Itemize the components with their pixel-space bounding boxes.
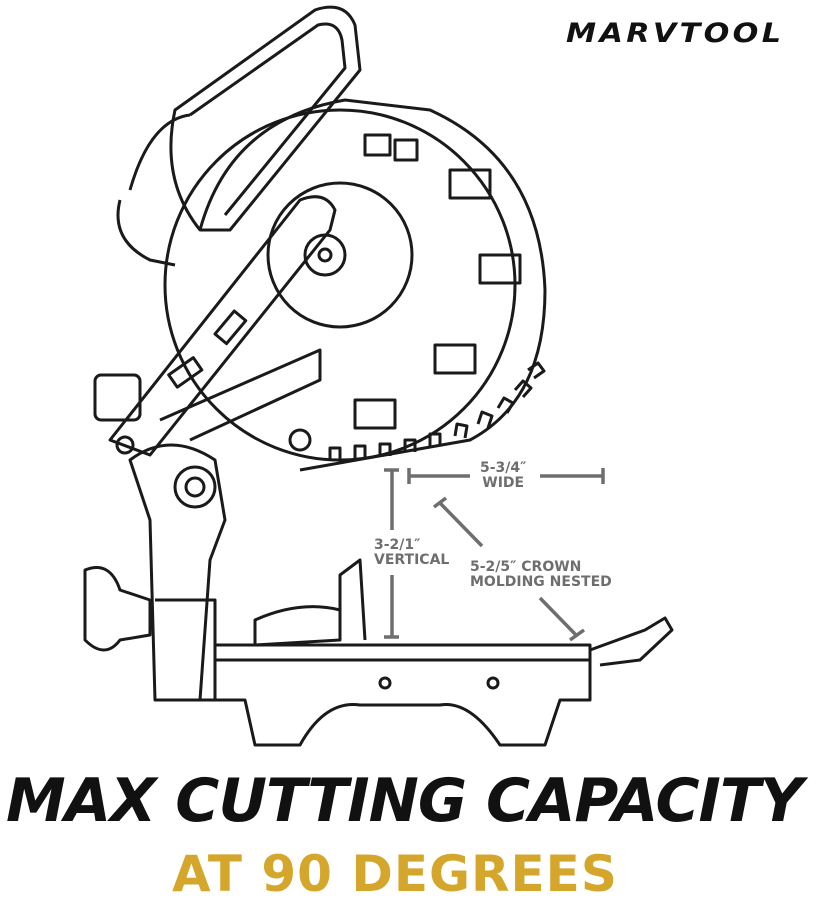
subheadline: AT 90 DEGREES	[172, 845, 618, 903]
vertical-dimension-label: 3-2/1″ VERTICAL	[374, 538, 449, 568]
width-dimension-label: 5-3/4″ WIDE	[480, 461, 526, 491]
pivot-arm	[108, 195, 337, 457]
blade-teeth	[328, 361, 546, 460]
lock-lever	[589, 616, 674, 667]
crown-dimension-line	[432, 496, 586, 642]
bevel-knob	[83, 566, 152, 652]
saw-base	[213, 643, 592, 747]
crown-dimension-label: 5-2/5″ CROWN MOLDING NESTED	[470, 560, 612, 590]
width-label: WIDE	[482, 475, 525, 491]
crown-value: 5-2/5″ CROWN	[470, 559, 582, 575]
headline: MAX CUTTING CAPACITY	[6, 766, 803, 836]
saw-handle	[169, 5, 362, 232]
brand-logo: MARVTOOL	[566, 18, 785, 49]
dimension-lines	[384, 468, 605, 642]
width-dimension-line	[407, 468, 605, 484]
fence	[338, 558, 367, 641]
crown-label: MOLDING NESTED	[470, 574, 612, 590]
vertical-value: 3-2/1″	[374, 537, 421, 553]
blade	[163, 108, 517, 462]
width-value: 5-3/4″	[480, 460, 527, 476]
vertical-dimension-line	[384, 468, 399, 639]
pivot-bracket	[128, 443, 227, 702]
dust-port	[93, 373, 142, 422]
vertical-label: VERTICAL	[374, 552, 450, 568]
